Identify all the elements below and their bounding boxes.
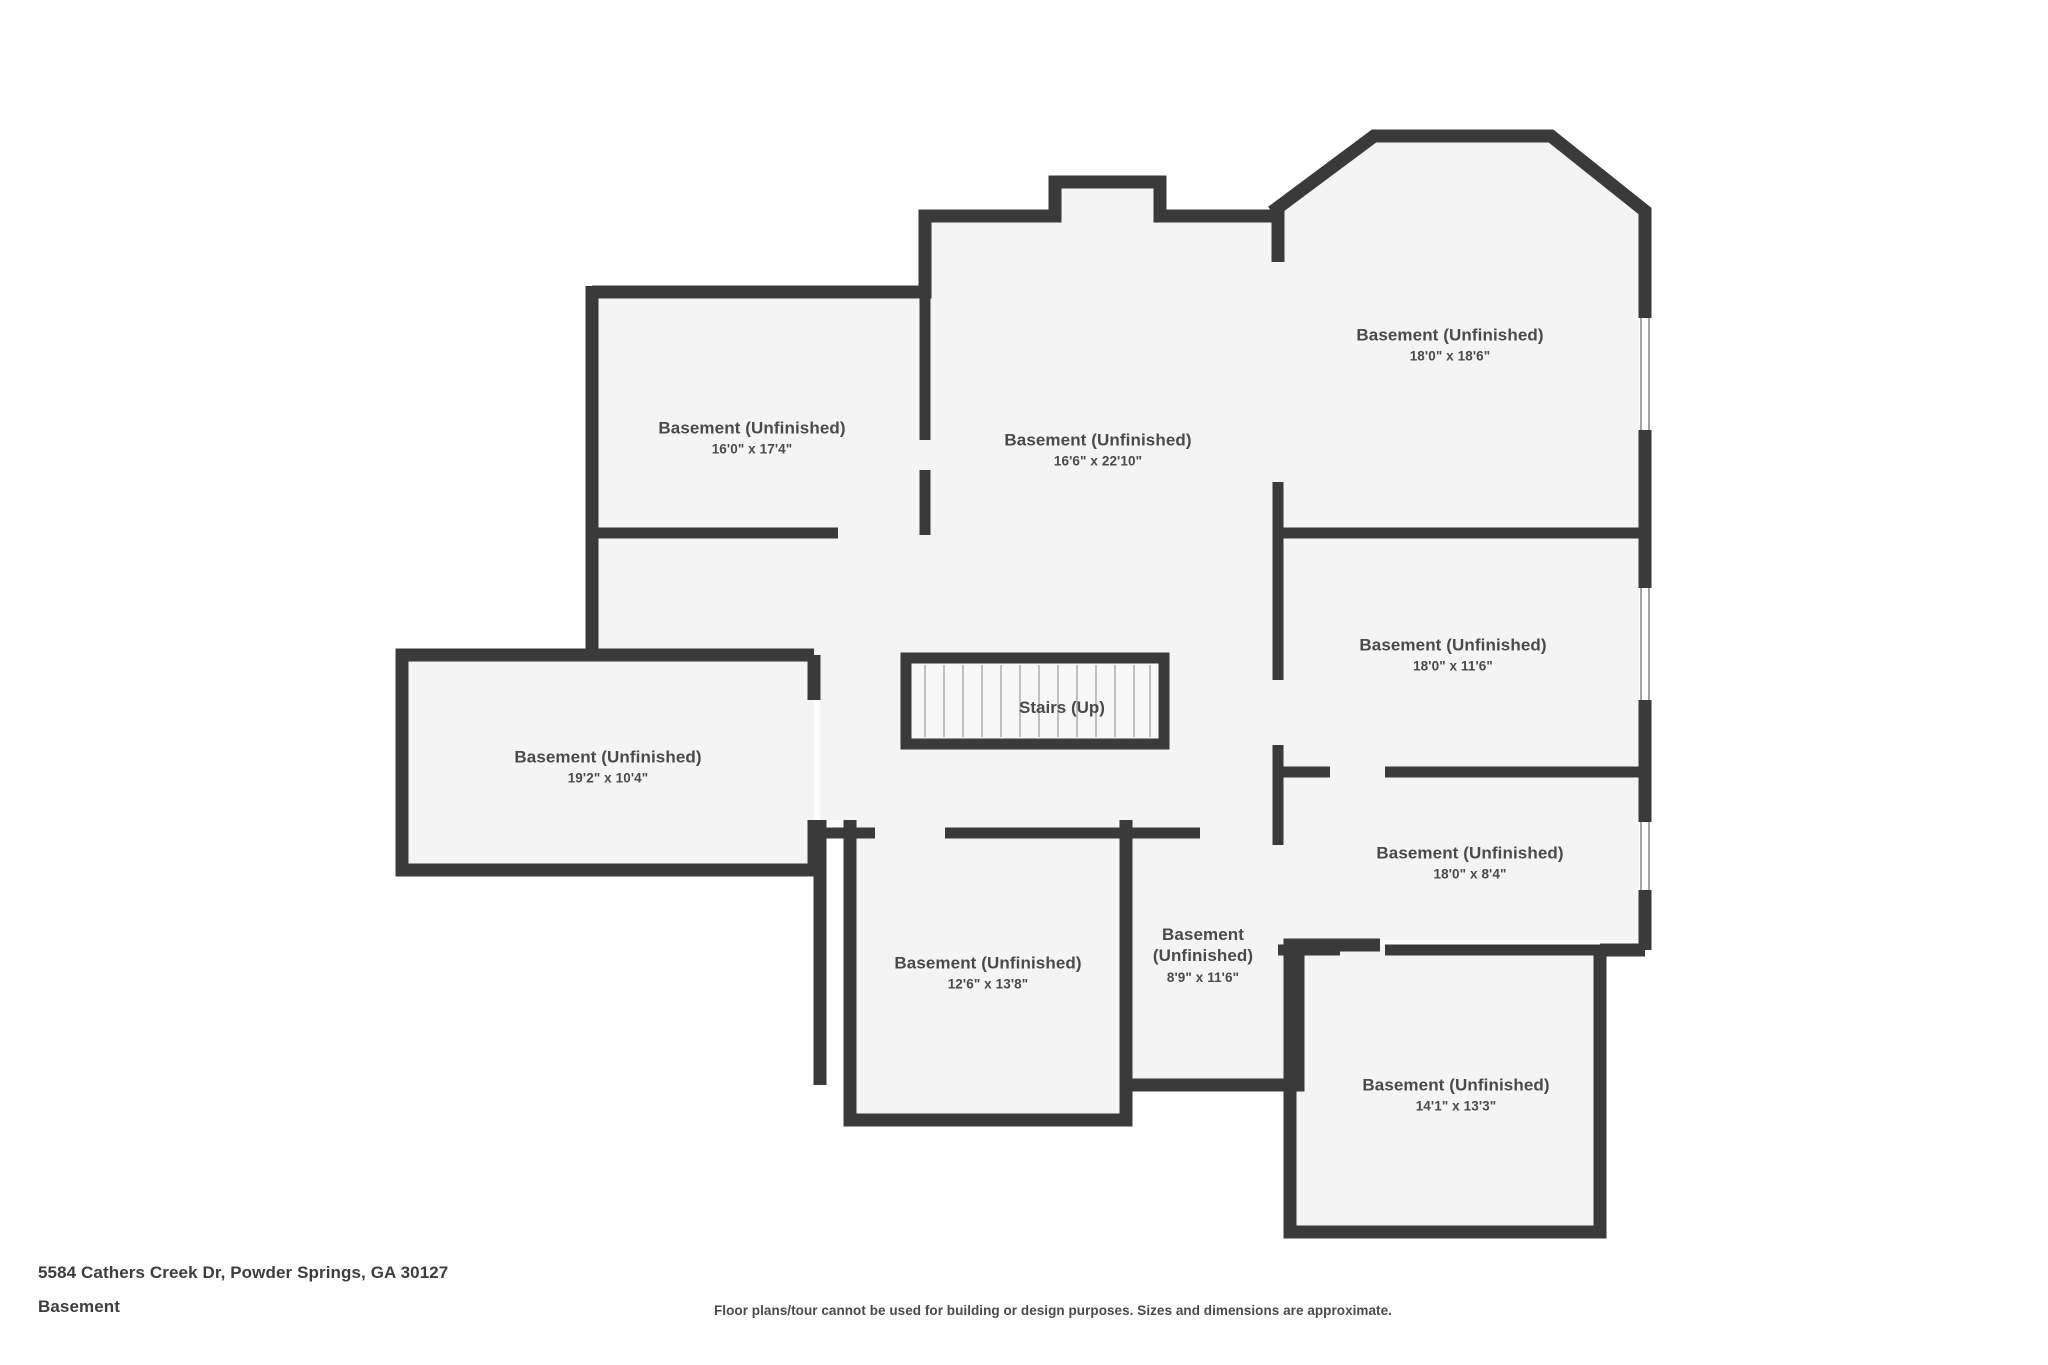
floor-fill-bottom-center	[850, 820, 1126, 1120]
floor-fill-bottom-mid	[1126, 820, 1298, 1085]
window-right-upper	[1639, 318, 1651, 430]
windows-group	[1639, 318, 1651, 890]
interior-walls	[592, 210, 1645, 1090]
exterior-wall-chamfer-top-right	[1268, 129, 1652, 318]
floor-fill-bottom-right	[1290, 945, 1600, 1230]
disclaimer-text: Floor plans/tour cannot be used for buil…	[714, 1303, 1392, 1318]
exterior-wall-bottom-mid-room	[1126, 945, 1305, 1092]
window-right-lower	[1639, 822, 1651, 890]
property-address: 5584 Cathers Creek Dr, Powder Springs, G…	[38, 1263, 449, 1282]
window-right-middle	[1639, 588, 1651, 700]
stairs-group	[900, 652, 1170, 750]
stairs-outline	[900, 652, 1170, 750]
stair-treads	[924, 665, 1151, 737]
floor-fill-left-wing	[402, 655, 814, 870]
footer: 5584 Cathers Creek Dr, Powder Springs, G…	[0, 1245, 2048, 1365]
exterior-wall-upper-body	[592, 175, 1278, 299]
floor-name-label: Basement	[38, 1297, 121, 1316]
